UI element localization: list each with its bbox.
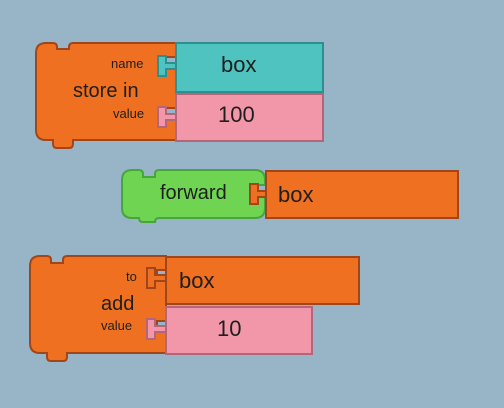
add-value-argument-text: 10 (217, 316, 242, 341)
store-name-argument-text: box (221, 52, 257, 77)
forward-argument-text: box (278, 182, 314, 207)
add-value-argument-box[interactable] (165, 306, 313, 355)
add-value-label: value (101, 318, 133, 333)
add-to-argument-text: box (179, 268, 215, 293)
store-in-value-label: value (113, 106, 145, 121)
forward-title: forward (160, 182, 227, 204)
store-name-argument-box[interactable] (175, 42, 324, 93)
add-to-argument-box[interactable] (165, 256, 360, 305)
forward-argument-box[interactable] (265, 170, 459, 219)
store-in-name-label: name (111, 56, 144, 71)
add-to-label: to (126, 269, 137, 284)
store-value-argument-box[interactable] (175, 93, 324, 142)
add-body[interactable] (29, 255, 167, 362)
add-title: add (101, 293, 135, 315)
store-value-argument-text: 100 (218, 102, 255, 127)
store-in-title: store in (73, 80, 139, 102)
